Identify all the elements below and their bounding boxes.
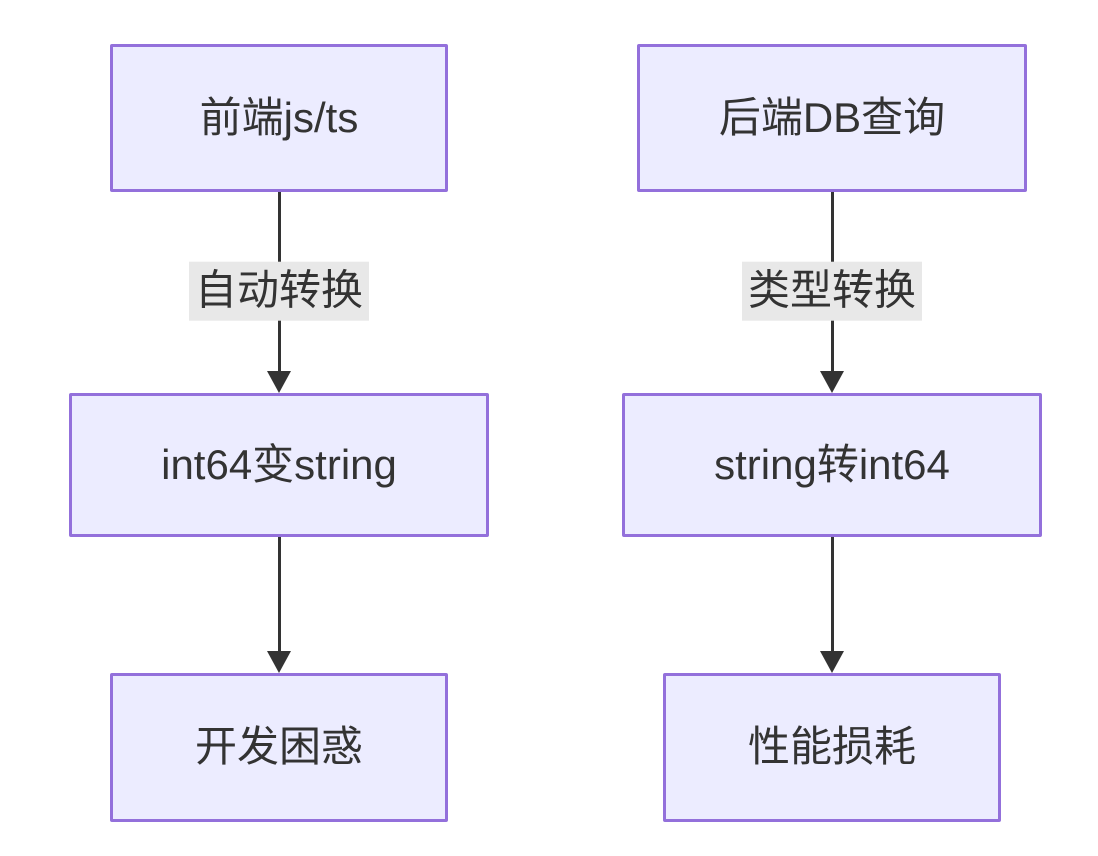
node-label: 开发困惑 <box>194 723 363 771</box>
node-string-to-int64: string转int64 <box>622 393 1042 537</box>
arrowhead-down-icon <box>820 371 844 393</box>
edge-label-auto-convert: 自动转换 <box>188 261 370 321</box>
node-performance-cost: 性能损耗 <box>663 673 1001 822</box>
node-label: 后端DB查询 <box>718 93 946 141</box>
node-backend-db-query: 后端DB查询 <box>637 44 1027 192</box>
node-dev-confusion: 开发困惑 <box>110 673 448 822</box>
edge-line <box>278 537 281 653</box>
edge-line <box>831 537 834 653</box>
node-label: 前端js/ts <box>199 93 359 141</box>
node-frontend-source: 前端js/ts <box>110 44 448 192</box>
node-label: int64变string <box>161 440 397 488</box>
node-label: 性能损耗 <box>747 723 916 771</box>
arrowhead-down-icon <box>267 651 291 673</box>
arrowhead-down-icon <box>267 371 291 393</box>
arrowhead-down-icon <box>820 651 844 673</box>
node-int64-to-string: int64变string <box>69 393 489 537</box>
node-label: string转int64 <box>714 440 950 488</box>
edge-label-type-convert: 类型转换 <box>741 261 923 321</box>
